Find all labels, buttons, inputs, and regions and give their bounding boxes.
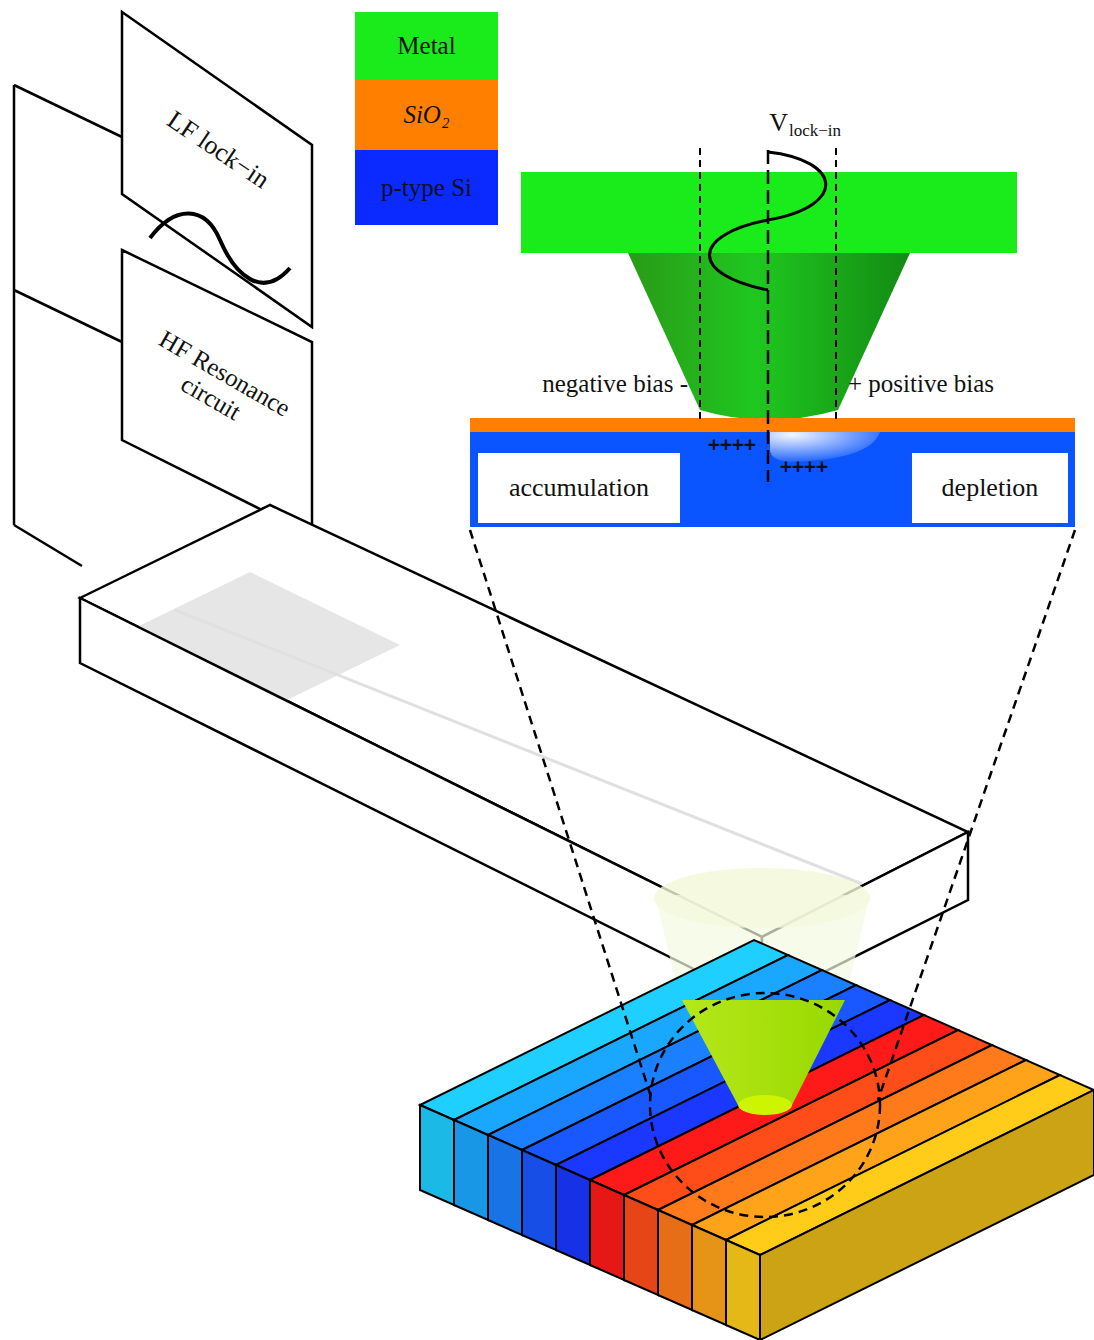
legend-swatch: SiO₂ — [355, 80, 498, 150]
zoom-circle — [650, 993, 880, 1217]
stripe-front — [726, 1240, 760, 1340]
node-text: depletion — [942, 474, 1039, 503]
legend-text: SiO₂ — [403, 101, 449, 129]
oxide-layer — [470, 418, 1075, 432]
legend-swatch: Metal — [355, 12, 498, 80]
stripe-front — [522, 1150, 556, 1250]
stripe-front — [488, 1135, 522, 1235]
legend-swatch: p-type Si — [355, 150, 498, 225]
charge-signs: ++++ — [708, 434, 756, 454]
stripe-side — [760, 1090, 1094, 1340]
silicon — [470, 432, 1075, 527]
bias-label: negative bias - — [542, 370, 688, 399]
node-text: accumulation — [509, 474, 649, 503]
instrument-frame — [14, 85, 122, 566]
legend-text: p-type Si — [381, 174, 472, 202]
lockin-wave — [710, 152, 826, 290]
tip-apex — [738, 1095, 792, 1115]
node-text-wrap: accumulation — [509, 474, 649, 503]
center-line — [767, 150, 770, 482]
stripe-front — [556, 1165, 590, 1265]
legend-text: Metal — [397, 32, 455, 60]
voltage-subscript: lock−in — [789, 121, 841, 141]
stripe-front — [454, 1120, 488, 1220]
zoom-line — [470, 530, 652, 1100]
region-box: depletion — [912, 453, 1068, 523]
charge-signs: ++++ — [780, 456, 828, 476]
stripe-front — [624, 1195, 658, 1295]
node-text-wrap: depletion — [942, 474, 1039, 503]
stripe-front — [590, 1180, 624, 1280]
bias-label: + positive bias — [848, 370, 994, 399]
zoom-line — [878, 530, 1075, 1100]
region-box: accumulation — [478, 453, 680, 523]
hf-panel — [122, 250, 312, 535]
stripe-front — [420, 1105, 454, 1205]
stripe-front — [658, 1210, 692, 1310]
lf-sine — [150, 213, 290, 282]
voltage-symbol: V — [769, 108, 788, 138]
doping-stripes — [420, 940, 1094, 1340]
stripe-front — [692, 1225, 726, 1325]
afm-tip — [682, 1000, 845, 1105]
cantilever-front — [80, 598, 762, 1003]
